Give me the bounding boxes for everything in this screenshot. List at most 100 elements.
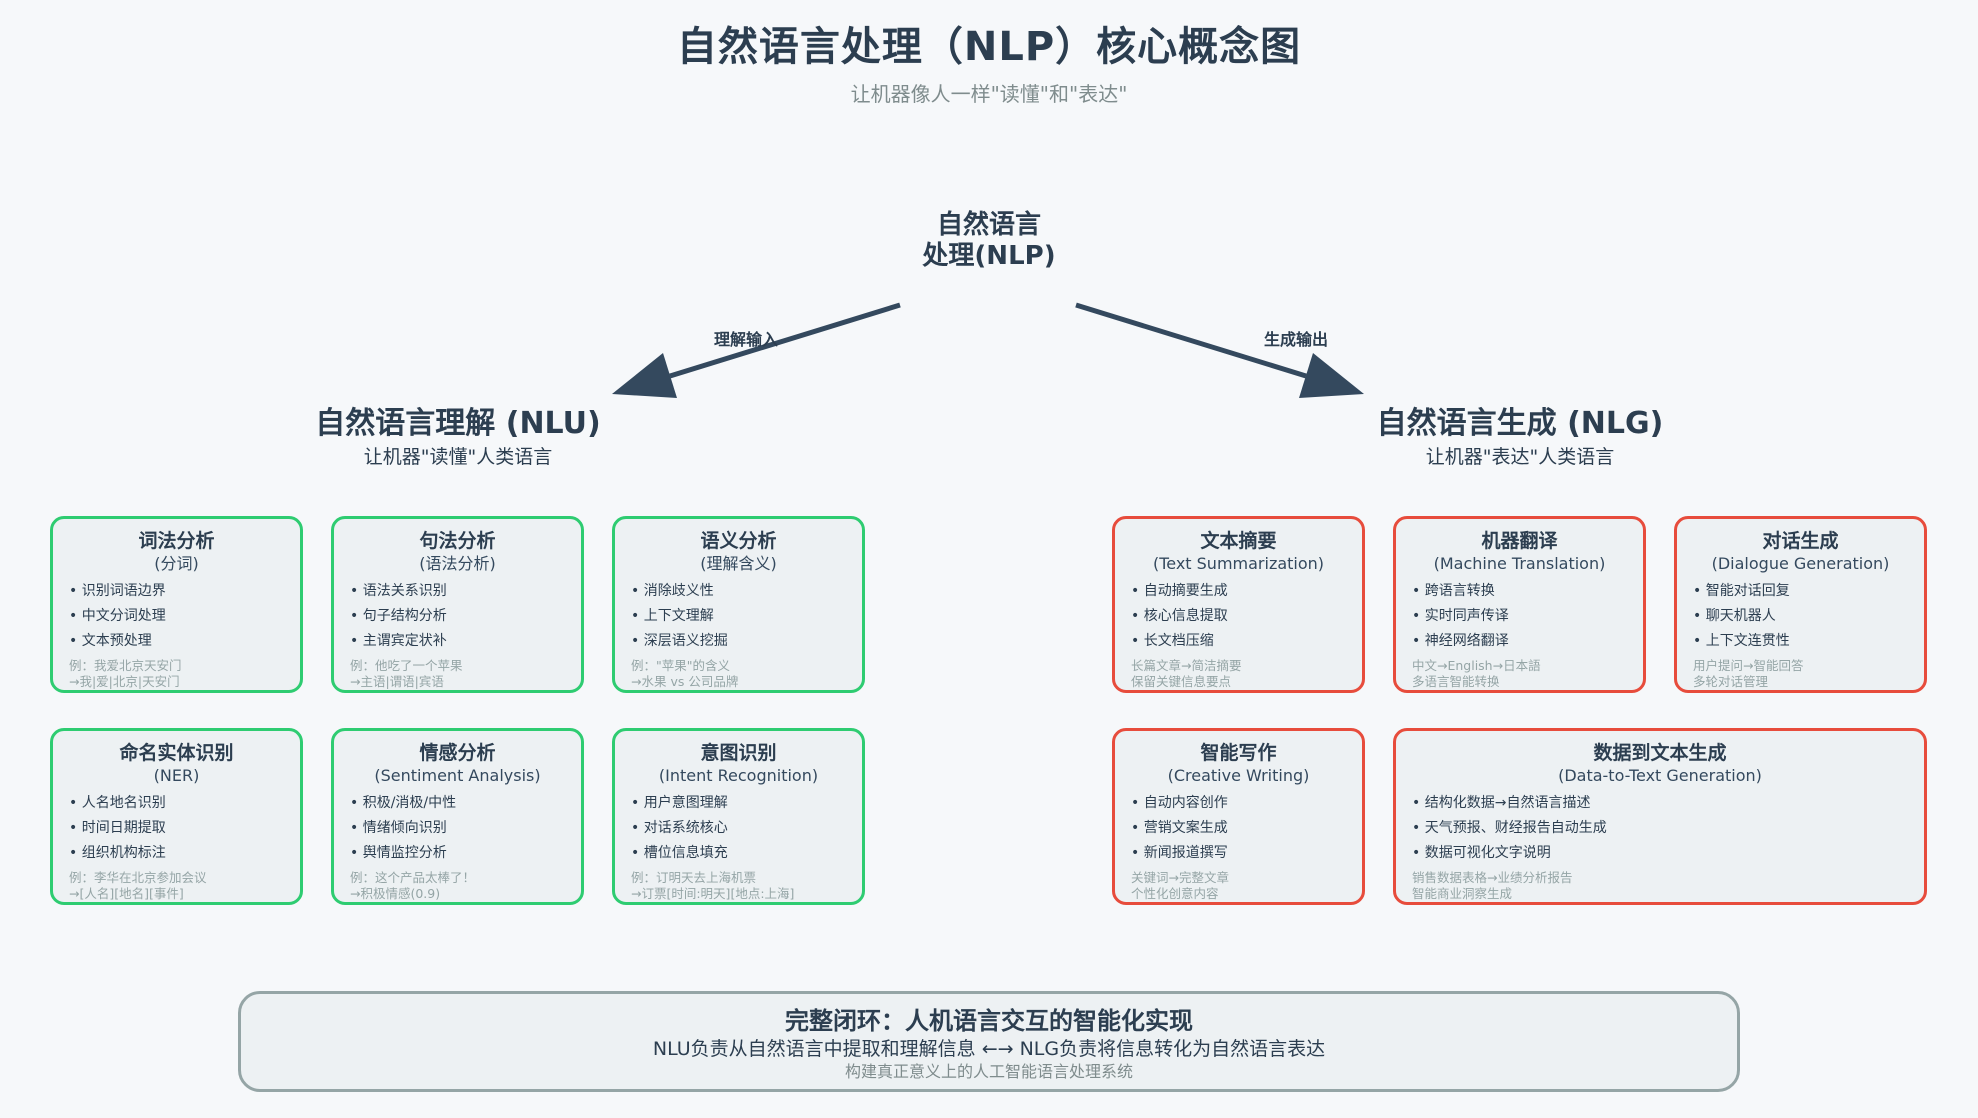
nlu-card-ner: 命名实体识别 (NER) 人名地名识别时间日期提取组织机构标注 例：李华在北京参… — [50, 728, 303, 905]
card-title: 命名实体识别 — [119, 742, 234, 764]
example-line: →主语|谓语|宾语 — [350, 674, 444, 689]
card-subtitle: (理解含义) — [700, 554, 777, 573]
example-line: 例：李华在北京参加会议 — [69, 870, 207, 885]
summary-title: 完整闭环：人机语言交互的智能化实现 — [785, 1007, 1193, 1035]
card-title: 数据到文本生成 — [1593, 742, 1727, 764]
card-subtitle: (Dialogue Generation) — [1711, 554, 1890, 573]
example-line: 长篇文章→简洁摘要 — [1131, 658, 1242, 673]
card-item: 数据可视化文字说明 — [1412, 841, 1908, 866]
card-item: 神经网络翻译 — [1412, 629, 1627, 654]
card-item: 结构化数据→自然语言描述 — [1412, 791, 1908, 816]
example-line: 例：他吃了一个苹果 — [350, 658, 463, 673]
card-example: 关键词→完整文章个性化创意内容 — [1131, 870, 1346, 902]
nlg-card-summarization: 文本摘要 (Text Summarization) 自动摘要生成核心信息提取长文… — [1112, 516, 1365, 693]
example-line: →水果 vs 公司品牌 — [631, 674, 739, 689]
edge-label-understand: 理解输入 — [714, 330, 779, 349]
nlg-card-dialogue: 对话生成 (Dialogue Generation) 智能对话回复聊天机器人上下… — [1674, 516, 1927, 693]
card-item: 文本预处理 — [69, 629, 284, 654]
page-subtitle: 让机器像人一样"读懂"和"表达" — [850, 82, 1128, 106]
nlu-title: 自然语言理解 (NLU) — [315, 406, 601, 441]
card-example: 例：我爱北京天安门→我|爱|北京|天安门 — [69, 658, 284, 690]
page-title: 自然语言处理（NLP）核心概念图 — [676, 24, 1302, 70]
nlu-card-sentiment: 情感分析 (Sentiment Analysis) 积极/消极/中性情绪倾向识别… — [331, 728, 584, 905]
example-line: →订票[时间:明天][地点:上海] — [631, 886, 795, 901]
card-subtitle: (Creative Writing) — [1167, 766, 1310, 785]
example-line: 智能商业洞察生成 — [1412, 886, 1513, 901]
nlg-card-data-to-text: 数据到文本生成 (Data-to-Text Generation) 结构化数据→… — [1393, 728, 1927, 905]
card-example: 例：他吃了一个苹果→主语|谓语|宾语 — [350, 658, 565, 690]
card-item: 新闻报道撰写 — [1131, 841, 1346, 866]
card-item: 聊天机器人 — [1693, 604, 1908, 629]
card-item: 实时同声传译 — [1412, 604, 1627, 629]
example-line: 例：订明天去上海机票 — [631, 870, 757, 885]
example-line: 个性化创意内容 — [1131, 886, 1219, 901]
card-item: 核心信息提取 — [1131, 604, 1346, 629]
example-line: →积极情感(0.9) — [350, 886, 441, 901]
card-item: 积极/消极/中性 — [350, 791, 565, 816]
card-title: 句法分析 — [419, 530, 496, 552]
card-item: 自动摘要生成 — [1131, 579, 1346, 604]
card-example: 销售数据表格→业绩分析报告智能商业洞察生成 — [1412, 870, 1908, 902]
card-title: 机器翻译 — [1481, 530, 1558, 552]
card-subtitle: (Intent Recognition) — [658, 766, 819, 785]
example-line: 关键词→完整文章 — [1131, 870, 1229, 885]
card-item: 人名地名识别 — [69, 791, 284, 816]
example-line: →我|爱|北京|天安门 — [69, 674, 180, 689]
card-item: 时间日期提取 — [69, 816, 284, 841]
card-title: 语义分析 — [700, 530, 777, 552]
example-line: 保留关键信息要点 — [1131, 674, 1232, 689]
root-node-line1: 自然语言 — [936, 210, 1041, 240]
card-example: 例："苹果"的含义→水果 vs 公司品牌 — [631, 658, 846, 690]
arrow-to-nlg — [1075, 302, 1307, 379]
card-item: 用户意图理解 — [631, 791, 846, 816]
example-line: 例：我爱北京天安门 — [69, 658, 182, 673]
card-item: 天气预报、财经报告自动生成 — [1412, 816, 1908, 841]
card-item: 主谓宾定状补 — [350, 629, 565, 654]
example-line: 多轮对话管理 — [1693, 674, 1769, 689]
card-example: 中文→English→日本語多语言智能转换 — [1412, 658, 1627, 690]
example-line: 用户提问→智能回答 — [1693, 658, 1804, 673]
card-item: 句子结构分析 — [350, 604, 565, 629]
nlu-card-intent: 意图识别 (Intent Recognition) 用户意图理解对话系统核心槽位… — [612, 728, 865, 905]
card-example: 用户提问→智能回答多轮对话管理 — [1693, 658, 1908, 690]
card-item: 深层语义挖掘 — [631, 629, 846, 654]
card-title: 意图识别 — [700, 742, 777, 764]
example-line: 例："苹果"的含义 — [631, 658, 730, 673]
nlg-card-translation: 机器翻译 (Machine Translation) 跨语言转换实时同声传译神经… — [1393, 516, 1646, 693]
card-subtitle: (语法分析) — [419, 554, 496, 573]
card-item: 上下文连贯性 — [1693, 629, 1908, 654]
card-item: 组织机构标注 — [69, 841, 284, 866]
root-node-line2: 处理(NLP) — [922, 241, 1056, 271]
example-line: 例：这个产品太棒了！ — [350, 870, 476, 885]
nlu-card-lexical: 词法分析 (分词) 识别词语边界中文分词处理文本预处理 例：我爱北京天安门→我|… — [50, 516, 303, 693]
example-line: →[人名][地名][事件] — [69, 886, 184, 901]
card-subtitle: (Text Summarization) — [1152, 554, 1325, 573]
card-example: 例：李华在北京参加会议→[人名][地名][事件] — [69, 870, 284, 902]
card-subtitle: (Machine Translation) — [1433, 554, 1606, 573]
card-subtitle: (Sentiment Analysis) — [374, 766, 541, 785]
card-item: 上下文理解 — [631, 604, 846, 629]
summary-panel: 完整闭环：人机语言交互的智能化实现 NLU负责从自然语言中提取和理解信息 ←→ … — [238, 991, 1740, 1092]
card-title: 词法分析 — [138, 530, 215, 552]
card-item: 营销文案生成 — [1131, 816, 1346, 841]
arrow-to-nlu — [669, 302, 901, 379]
card-item: 智能对话回复 — [1693, 579, 1908, 604]
card-subtitle: (Data-to-Text Generation) — [1558, 766, 1762, 785]
arrowhead-nlu — [612, 353, 677, 398]
card-subtitle: (NER) — [153, 766, 200, 785]
edge-label-generate: 生成输出 — [1264, 330, 1329, 349]
nlg-subtitle: 让机器"表达"人类语言 — [1425, 446, 1615, 468]
card-example: 长篇文章→简洁摘要保留关键信息要点 — [1131, 658, 1346, 690]
arrowhead-nlg — [1299, 353, 1364, 398]
root-node: 自然语言 处理(NLP) — [839, 210, 1139, 272]
card-item: 识别词语边界 — [69, 579, 284, 604]
card-item: 槽位信息填充 — [631, 841, 846, 866]
card-example: 例：订明天去上海机票→订票[时间:明天][地点:上海] — [631, 870, 846, 902]
example-line: 多语言智能转换 — [1412, 674, 1500, 689]
card-title: 情感分析 — [419, 742, 496, 764]
card-example: 例：这个产品太棒了！→积极情感(0.9) — [350, 870, 565, 902]
card-item: 长文档压缩 — [1131, 629, 1346, 654]
card-subtitle: (分词) — [154, 554, 199, 573]
card-item: 舆情监控分析 — [350, 841, 565, 866]
